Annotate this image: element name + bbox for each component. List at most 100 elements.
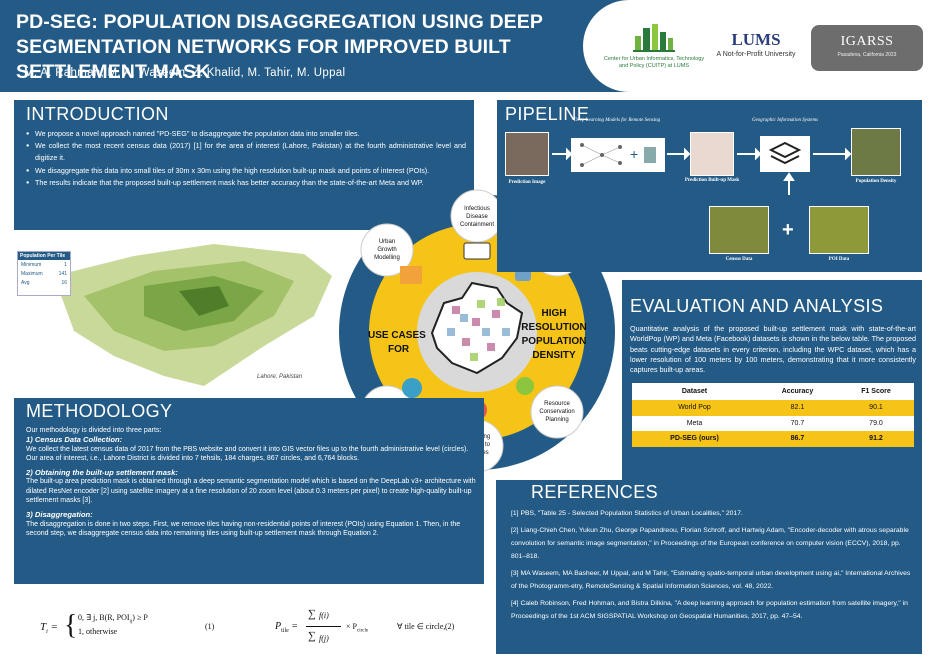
methodology-body: Our methodology is divided into three pa… xyxy=(26,426,481,538)
svg-text:Conservation: Conservation xyxy=(539,409,574,415)
poi-data-label: POI Data xyxy=(828,257,850,262)
reference-item: [1] PBS, "Table 25 - Selected Population… xyxy=(511,510,743,517)
table-cell: World Pop xyxy=(632,400,757,416)
prediction-mask-thumbnail xyxy=(690,132,734,176)
svg-text:Growth: Growth xyxy=(377,247,396,253)
intro-bullet: The results indicate that the proposed b… xyxy=(26,177,466,189)
methodology-paragraph-3: The disaggregation is done in two steps.… xyxy=(26,520,461,537)
intro-bullet: We collect the most recent census data (… xyxy=(26,140,466,164)
methodology-heading-3: 3) Disaggregation: xyxy=(26,510,93,520)
dl-models-box: + xyxy=(571,138,665,172)
use-case-urban-growth xyxy=(360,223,414,277)
eq2-number: (2) xyxy=(445,622,455,631)
cuitp-logo-text: Center for Urban Informatics, Technology… xyxy=(603,56,705,69)
reference-item: [3] MA Waseem, MA Basheer, M Uppal, and … xyxy=(511,569,911,591)
table-header-row: Dataset Accuracy F1 Score xyxy=(632,383,914,400)
methodology-title: METHODOLOGY xyxy=(26,401,173,421)
methodology-heading-1: 1) Census Data Collection: xyxy=(26,435,123,445)
neural-network-icon: + xyxy=(580,143,656,167)
methodology-intro: Our methodology is divided into three pa… xyxy=(26,427,162,434)
equation-2: Ptile = ∑ f(i) ∑ f(j) × Pcircle ∀ tile ∈… xyxy=(275,608,455,643)
satellite-icon xyxy=(644,147,656,163)
city-growth-icon xyxy=(400,266,422,284)
introduction-title: INTRODUCTION xyxy=(26,104,169,124)
evaluation-text: Quantitative analysis of the proposed bu… xyxy=(630,324,916,375)
eq1-lhs: Ti = xyxy=(40,621,58,636)
methodology-heading-2: 2) Obtaining the built-up settlement mas… xyxy=(26,468,178,478)
pipeline-title: PIPELINE xyxy=(505,104,590,124)
svg-text:Resource: Resource xyxy=(544,401,570,407)
map-caption: Lahore, Pakistan xyxy=(257,374,303,380)
pipeline-arrows: + xyxy=(552,147,852,241)
census-data-label: Census Data xyxy=(725,257,753,262)
census-data-thumbnail xyxy=(709,206,769,254)
eq2-denominator: f(j) xyxy=(319,634,329,643)
references-panel: REFERENCES [1] PBS, "Table 25 - Selected… xyxy=(496,480,922,654)
eq2-rest: × Pcircle xyxy=(346,622,369,634)
intro-bullet: We disaggregate this data into small til… xyxy=(26,165,466,177)
poster-title: PD-SEG: POPULATION DISAGGREGATION USING … xyxy=(16,11,543,83)
table-cell: 86.7 xyxy=(756,431,838,447)
tree-icon xyxy=(516,377,534,395)
reference-item: [4] Caleb Robinson, Fred Hohman, and Bis… xyxy=(511,599,908,620)
svg-text:Disease: Disease xyxy=(466,214,488,220)
prediction-image-label: Prediction Image xyxy=(508,180,546,185)
table-cell: 82.1 xyxy=(756,400,838,416)
table-cell: 90.1 xyxy=(837,400,914,416)
fraction-bar xyxy=(306,626,341,627)
poi-data-thumbnail xyxy=(809,206,869,254)
references-title: REFERENCES xyxy=(531,482,659,502)
equation-1: Ti = { 0, ∃ j, B(R, POIij) ≥ P 1, otherw… xyxy=(40,610,215,641)
legend-value: 141 xyxy=(58,270,67,277)
eq1-case-1: 0, ∃ j, B(R, POIij) ≥ P xyxy=(78,613,148,625)
legend-label: Minimum xyxy=(21,261,42,268)
svg-text:RESOLUTION: RESOLUTION xyxy=(521,322,587,333)
evaluation-title: EVALUATION AND ANALYSIS xyxy=(630,296,884,316)
introduction-list: We propose a novel approach named "PD-SE… xyxy=(26,128,466,189)
table-row: Meta 70.7 79.0 xyxy=(632,415,914,431)
methodology-panel: METHODOLOGY Our methodology is divided i… xyxy=(14,398,484,584)
svg-text:Containment: Containment xyxy=(460,222,494,228)
svg-text:Planning: Planning xyxy=(545,417,568,423)
table-cell: PD-SEG (ours) xyxy=(632,431,757,447)
svg-text:POPULATION: POPULATION xyxy=(522,336,587,347)
lums-logo-name: LUMS xyxy=(731,30,781,49)
svg-text:DENSITY: DENSITY xyxy=(532,350,576,361)
evaluation-panel: EVALUATION AND ANALYSIS Quantitative ana… xyxy=(622,280,922,480)
svg-text:Urban: Urban xyxy=(379,239,395,245)
eq2-numerator: f(i) xyxy=(319,611,329,620)
evaluation-table: Dataset Accuracy F1 Score World Pop 82.1… xyxy=(632,383,914,447)
svg-text:+: + xyxy=(782,219,794,241)
eq2-lhs: Ptile = xyxy=(275,621,299,634)
igarss-logo: IGARSS Pasadena, California 2023 xyxy=(811,25,923,71)
dl-models-label: Deep Learning Models for Remote Sensing xyxy=(573,118,661,123)
eq2-forall: ∀ tile ∈ circle, xyxy=(397,622,446,631)
pipeline-panel: PIPELINE Prediction Image Deep Learning … xyxy=(497,100,922,272)
igarss-logo-subtitle: Pasadena, California 2023 xyxy=(837,52,897,58)
table-header: Dataset xyxy=(632,383,757,400)
gis-box xyxy=(760,136,810,172)
reference-item: [2] Liang-Chieh Chen, Yukun Zhu, George … xyxy=(511,526,909,561)
table-header: Accuracy xyxy=(756,383,838,400)
eq1-number: (1) xyxy=(205,622,215,631)
methodology-paragraph-2: The built-up area prediction mask is obt… xyxy=(26,478,476,505)
eq1-case-2: 1, otherwise xyxy=(78,627,118,636)
virus-icon xyxy=(463,242,491,260)
legend-title: Population Per Tile xyxy=(18,252,70,260)
table-cell: Meta xyxy=(632,415,757,431)
lums-logo: LUMS A Not-for-Profit University xyxy=(713,30,799,58)
svg-text:Modelling: Modelling xyxy=(374,255,400,261)
wheel-label-0: Infectious xyxy=(464,206,490,212)
references-list: [1] PBS, "Table 25 - Selected Population… xyxy=(511,507,917,627)
table-cell: 91.2 xyxy=(837,431,914,447)
globe-icon xyxy=(402,378,422,398)
layers-icon xyxy=(768,141,802,165)
use-cases-label: USE CASES xyxy=(368,330,426,341)
use-case-resource-conservation xyxy=(530,385,584,439)
table-cell: 79.0 xyxy=(837,415,914,431)
population-density-thumbnail xyxy=(851,128,901,176)
